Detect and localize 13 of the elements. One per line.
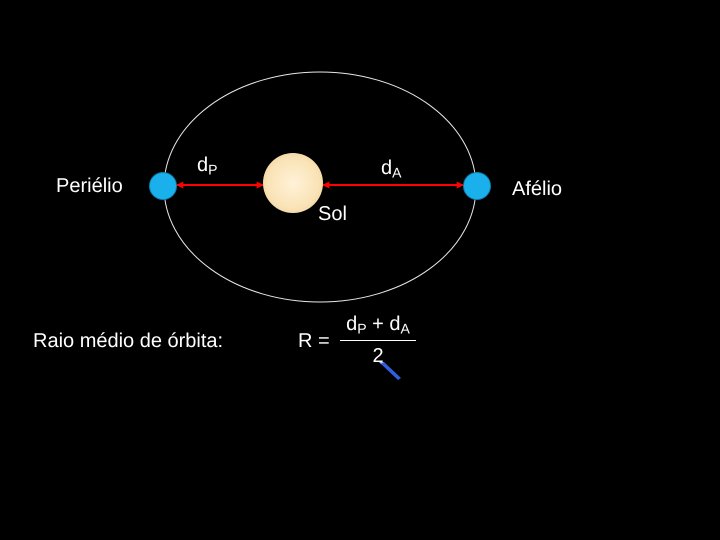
edge-label: d$_{A}$ bbox=[381, 158, 402, 180]
double-arrow bbox=[322, 182, 464, 188]
edge-label: d$_{P}$ bbox=[197, 155, 218, 176]
planet-circle bbox=[149, 172, 177, 200]
body-label: Periélio bbox=[56, 176, 123, 196]
fraction-denominator: 2 bbox=[372, 346, 384, 366]
body-label: Sol bbox=[318, 204, 347, 224]
formula-label: R = bbox=[298, 331, 330, 351]
double-arrow bbox=[176, 182, 264, 188]
body-label: Afélio bbox=[512, 179, 562, 199]
planet-circle bbox=[463, 172, 491, 200]
fraction-numerator: d$_{P}$ + d$_{A}$ bbox=[346, 314, 410, 336]
formula-label: Raio médio de órbita: bbox=[33, 331, 224, 351]
